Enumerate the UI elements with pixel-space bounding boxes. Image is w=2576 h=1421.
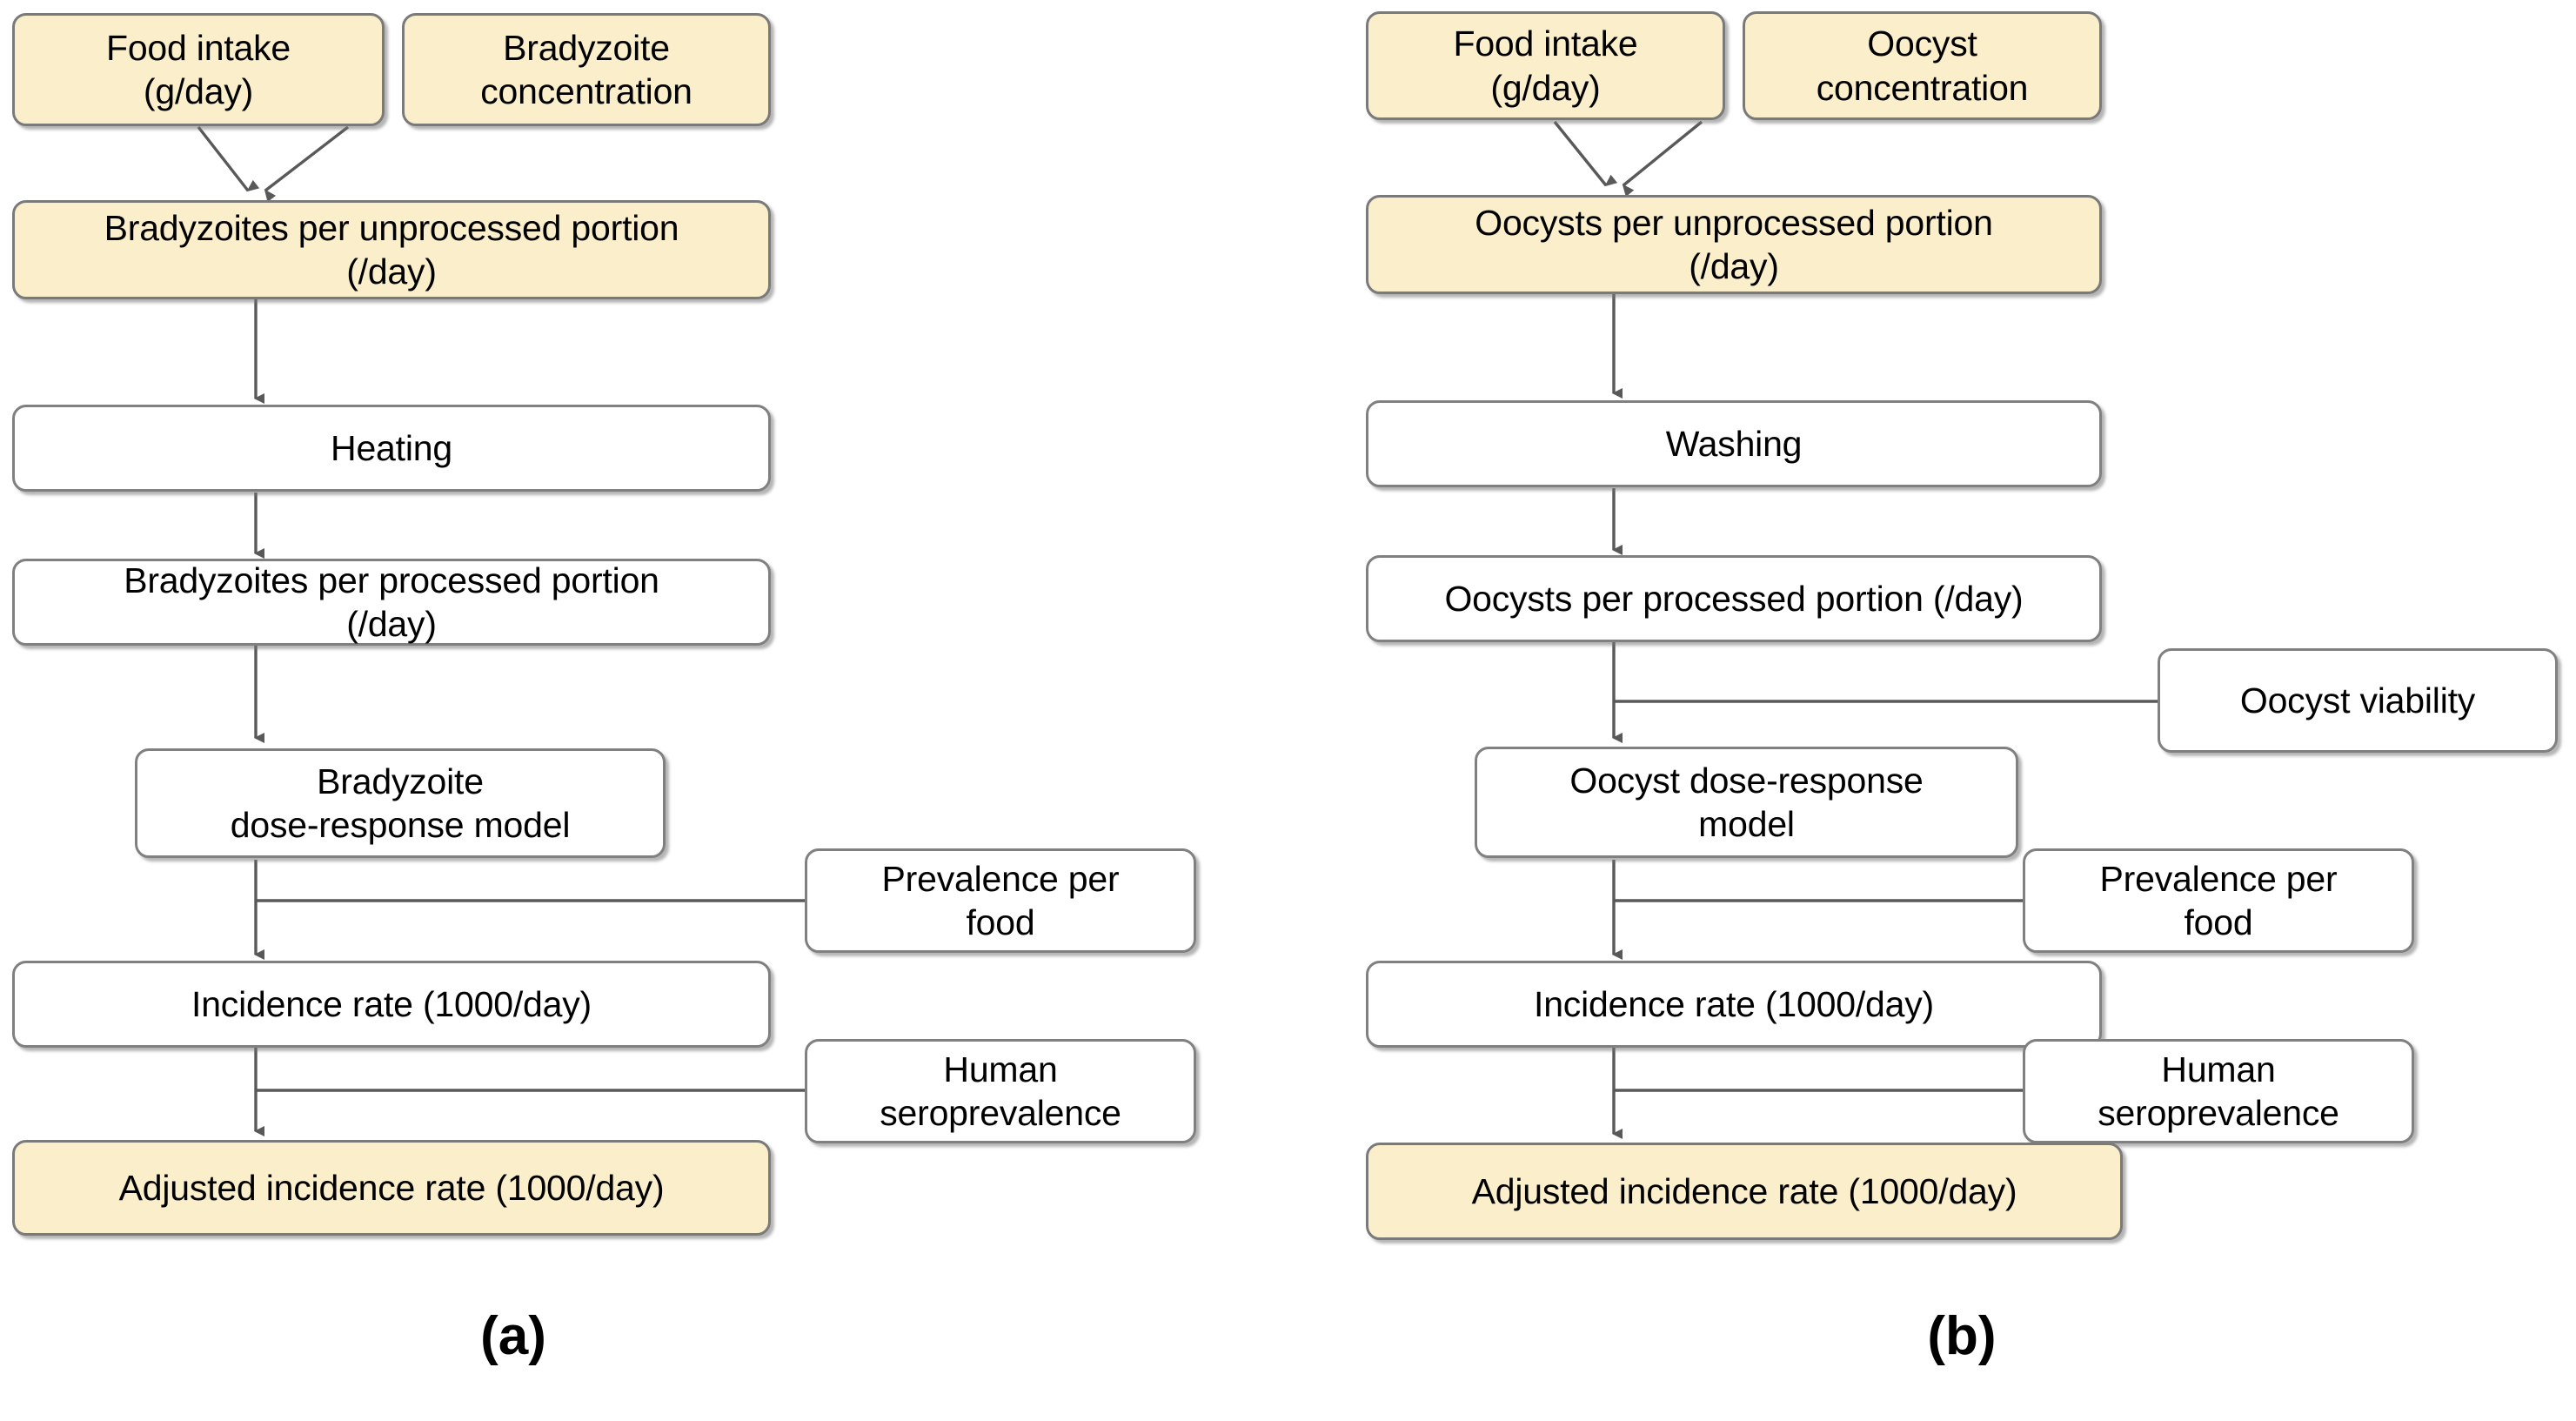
node-a-prevalence-per-food[interactable]: Prevalence per food xyxy=(805,848,1196,953)
node-b-oocyst-concentration[interactable]: Oocyst concentration xyxy=(1743,11,2102,120)
node-b-food-intake-label: Food intake (g/day) xyxy=(1453,23,1638,108)
node-b-human-seroprevalence-label: Human seroprevalence xyxy=(2098,1049,2339,1133)
node-b-prevalence-per-food-label: Prevalence per food xyxy=(2099,858,2338,942)
panel-a-caption: (a) xyxy=(480,1306,546,1366)
node-a-food-intake-label: Food intake (g/day) xyxy=(105,27,291,111)
node-b-food-intake[interactable]: Food intake (g/day) xyxy=(1366,11,1725,120)
node-a-bradyzoites-per-processed-portion[interactable]: Bradyzoites per processed portion (/day) xyxy=(12,559,771,646)
node-b-oocysts-per-unprocessed-portion[interactable]: Oocysts per unprocessed portion (/day) xyxy=(1366,195,2102,294)
node-a-bradyzoite-concentration-label: Bradyzoite concentration xyxy=(480,27,693,111)
node-a-bradyzoite-concentration[interactable]: Bradyzoite concentration xyxy=(402,13,771,126)
node-b-incidence-rate[interactable]: Incidence rate (1000/day) xyxy=(1366,961,2102,1048)
node-a-heating[interactable]: Heating xyxy=(12,405,771,492)
node-a-bradyzoites-per-unprocessed-portion-label: Bradyzoites per unprocessed portion (/da… xyxy=(104,207,679,292)
panel-b-caption: (b) xyxy=(1927,1306,1997,1366)
node-b-oocyst-dose-response-model-label: Oocyst dose-response model xyxy=(1569,760,1924,844)
node-a-heating-label: Heating xyxy=(331,427,452,468)
node-b-oocysts-per-unprocessed-portion-label: Oocysts per unprocessed portion (/day) xyxy=(1475,202,1993,286)
node-a-bradyzoites-per-processed-portion-label: Bradyzoites per processed portion (/day) xyxy=(124,560,659,644)
node-b-washing[interactable]: Washing xyxy=(1366,400,2102,487)
node-a-incidence-rate-label: Incidence rate (1000/day) xyxy=(191,983,592,1024)
node-b-oocyst-viability-label: Oocyst viability xyxy=(2239,680,2476,721)
node-a-bradyzoites-per-unprocessed-portion[interactable]: Bradyzoites per unprocessed portion (/da… xyxy=(12,200,771,299)
node-a-human-seroprevalence[interactable]: Human seroprevalence xyxy=(805,1039,1196,1143)
node-a-incidence-rate[interactable]: Incidence rate (1000/day) xyxy=(12,961,771,1048)
node-b-adjusted-incidence-rate[interactable]: Adjusted incidence rate (1000/day) xyxy=(1366,1143,2123,1240)
node-b-oocyst-concentration-label: Oocyst concentration xyxy=(1816,23,2029,108)
node-b-oocyst-viability[interactable]: Oocyst viability xyxy=(2158,648,2558,753)
node-b-prevalence-per-food[interactable]: Prevalence per food xyxy=(2023,848,2414,953)
node-b-oocyst-dose-response-model[interactable]: Oocyst dose-response model xyxy=(1475,747,2018,858)
node-a-bradyzoite-dose-response-model[interactable]: Bradyzoite dose-response model xyxy=(135,748,666,858)
node-a-prevalence-per-food-label: Prevalence per food xyxy=(881,858,1120,942)
node-a-human-seroprevalence-label: Human seroprevalence xyxy=(880,1049,1121,1133)
node-b-oocysts-per-processed-portion-label: Oocysts per processed portion (/day) xyxy=(1444,578,2024,619)
node-a-adjusted-incidence-rate-label: Adjusted incidence rate (1000/day) xyxy=(118,1167,665,1208)
node-b-human-seroprevalence[interactable]: Human seroprevalence xyxy=(2023,1039,2414,1143)
node-a-food-intake[interactable]: Food intake (g/day) xyxy=(12,13,385,126)
node-b-washing-label: Washing xyxy=(1665,423,1803,464)
node-a-adjusted-incidence-rate[interactable]: Adjusted incidence rate (1000/day) xyxy=(12,1140,771,1236)
node-a-bradyzoite-dose-response-model-label: Bradyzoite dose-response model xyxy=(230,761,571,845)
node-b-incidence-rate-label: Incidence rate (1000/day) xyxy=(1534,983,1934,1024)
node-b-adjusted-incidence-rate-label: Adjusted incidence rate (1000/day) xyxy=(1471,1170,2017,1211)
node-b-oocysts-per-processed-portion[interactable]: Oocysts per processed portion (/day) xyxy=(1366,555,2102,642)
